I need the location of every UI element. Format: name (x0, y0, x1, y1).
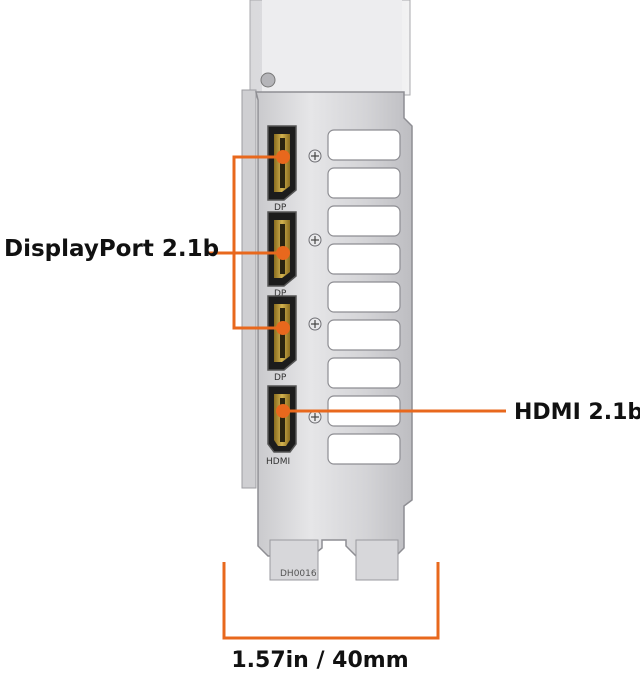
callout-dot (276, 404, 290, 418)
card-shroud (241, 0, 411, 489)
vent-slot (327, 281, 401, 313)
dimension-bracket (222, 562, 440, 640)
vent-slot (327, 167, 401, 199)
vent-slot (327, 319, 401, 351)
dp-port-label: DP (274, 203, 287, 213)
vent-slot (327, 129, 401, 161)
vent-slot (327, 357, 401, 389)
vent-slot (327, 243, 401, 275)
displayport-callout-label: DisplayPort 2.1b (4, 236, 220, 262)
dp-port-label: DP (274, 373, 287, 383)
vent-slot (327, 433, 401, 465)
displayport-callout-lines (206, 155, 283, 330)
vent-slots (327, 129, 401, 465)
callout-dot (276, 246, 290, 260)
dp-port-label: DP (274, 289, 287, 299)
hdmi-port (267, 385, 297, 453)
hdmi-port-label: HDMI (266, 457, 290, 467)
dimension-label: 1.57in / 40mm (231, 648, 409, 673)
callout-dot (276, 321, 290, 335)
vent-slot (327, 205, 401, 237)
part-number: DH0016 (280, 569, 317, 579)
hdmi-callout-label: HDMI 2.1b (514, 400, 640, 425)
callout-dot (276, 150, 290, 164)
